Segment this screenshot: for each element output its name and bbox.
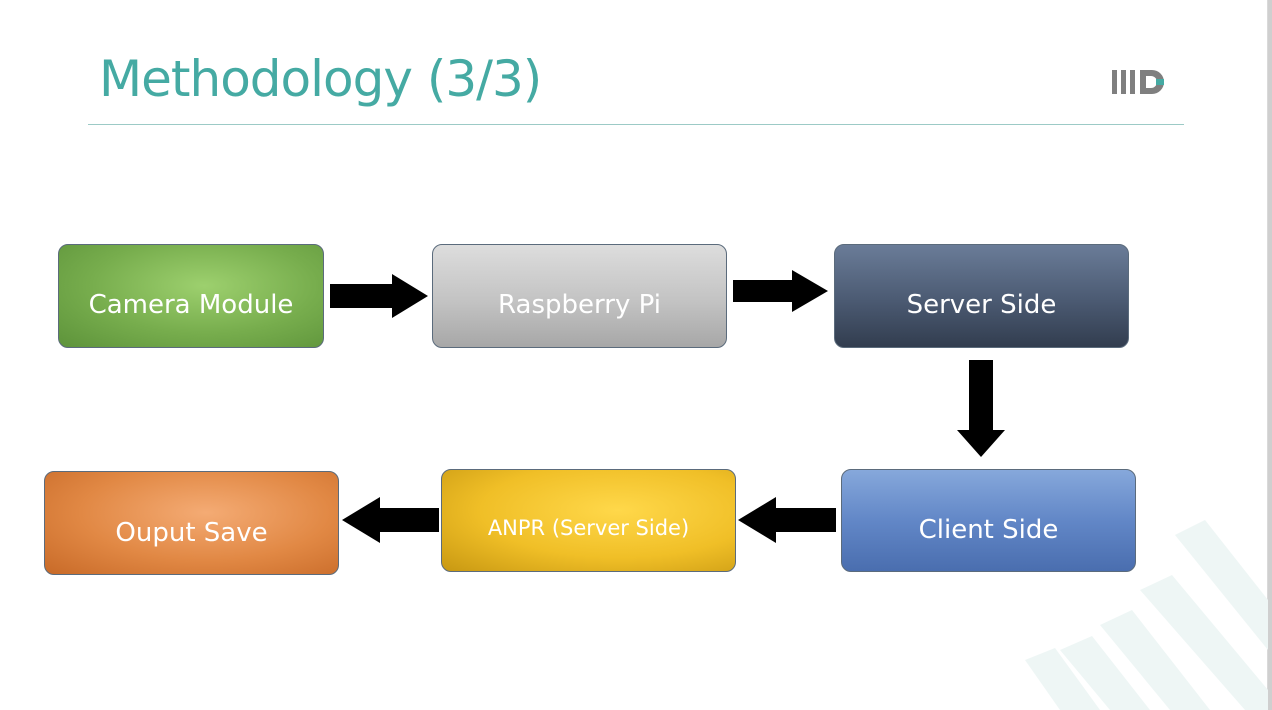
watermark-bar xyxy=(1060,636,1150,710)
node-anpr-server-side: ANPR (Server Side) xyxy=(441,469,736,572)
arrow-client-to-anpr xyxy=(738,497,836,543)
slide-edge-shadow xyxy=(1268,0,1272,710)
title-underline xyxy=(88,124,1184,125)
watermark-bar xyxy=(1140,575,1268,710)
node-label: Ouput Save xyxy=(115,518,268,548)
watermark-bar xyxy=(1025,648,1100,710)
node-label: Client Side xyxy=(918,514,1059,545)
node-label: Server Side xyxy=(906,290,1057,320)
watermark-bar xyxy=(1175,520,1268,650)
watermark-bar xyxy=(1100,610,1210,710)
arrow-raspberry-to-server xyxy=(733,270,828,312)
node-client-side: Client Side xyxy=(841,469,1136,572)
node-label: ANPR (Server Side) xyxy=(487,515,690,540)
arrow-server-to-client xyxy=(957,360,1005,457)
arrow-camera-to-raspberry xyxy=(330,274,428,318)
node-label: Camera Module xyxy=(88,290,294,320)
node-server-side: Server Side xyxy=(834,244,1129,348)
node-camera-module: Camera Module xyxy=(58,244,324,348)
slide-edge-line xyxy=(1267,0,1268,710)
iiitd-logo-icon xyxy=(1112,70,1164,94)
node-output-save: Ouput Save xyxy=(44,471,339,575)
arrow-anpr-to-output xyxy=(342,497,439,543)
slide-title: Methodology (3/3) xyxy=(99,50,542,108)
node-raspberry-pi: Raspberry Pi xyxy=(432,244,727,348)
node-label: Raspberry Pi xyxy=(498,290,661,320)
